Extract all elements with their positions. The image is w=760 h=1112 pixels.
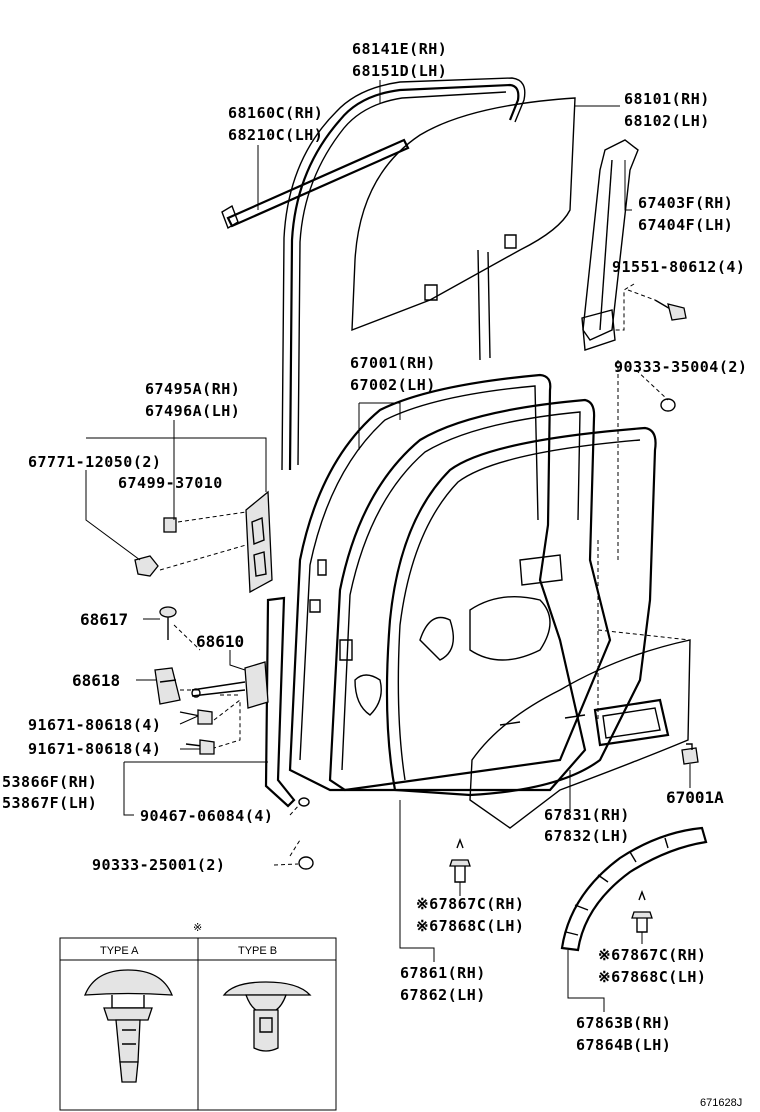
diagram-id: 671628J — [700, 1097, 742, 1109]
label-68160C: 68160C(RH) — [228, 104, 323, 122]
label-67001A: 67001A — [666, 788, 724, 807]
label-53867F: 53867F(LH) — [2, 794, 97, 812]
label-67831: 67831(RH) — [544, 806, 630, 824]
label-68618: 68618 — [72, 671, 120, 690]
label-53866F: 53866F(RH) — [2, 773, 97, 791]
label-67861: 67861(RH) — [400, 964, 486, 982]
label-67495A: 67495A(RH) — [145, 380, 240, 398]
push-clip-upper — [449, 838, 471, 883]
label-67867C-a: ※67867C(RH) — [416, 895, 524, 913]
clip-type-b-icon — [222, 981, 312, 1052]
door-edge-protector — [264, 596, 296, 808]
label-68141E: 68141E(RH) — [352, 40, 447, 58]
label-67771: 67771-12050(2) — [28, 453, 161, 471]
clip-67001A — [681, 743, 699, 765]
label-67864B: 67864B(LH) — [576, 1036, 671, 1054]
clip-90467 — [298, 797, 310, 807]
door-check — [191, 661, 269, 709]
door-glass — [351, 97, 576, 332]
label-67868C-b: ※67868C(LH) — [598, 968, 706, 986]
label-91551: 91551-80612(4) — [612, 258, 745, 276]
belt-moulding — [221, 138, 410, 230]
hole-plug-lower — [298, 856, 314, 870]
door-panel — [288, 373, 657, 797]
part-labels: 68141E(RH) 68151D(LH) 68160C(RH) 68210C(… — [2, 40, 747, 1054]
label-67404F: 67404F(LH) — [638, 216, 733, 234]
label-67496A: 67496A(LH) — [145, 402, 240, 420]
label-67499: 67499-37010 — [118, 474, 223, 492]
label-67867C-b: ※67867C(RH) — [598, 946, 706, 964]
label-67862: 67862(LH) — [400, 986, 486, 1004]
label-91671-b: 91671-80618(4) — [28, 740, 161, 758]
hinge-pin — [159, 606, 177, 640]
push-clip-lower — [631, 890, 653, 933]
label-90467: 90467-06084(4) — [140, 807, 273, 825]
label-68210C: 68210C(LH) — [228, 126, 323, 144]
label-90333-35004: 90333-35004(2) — [614, 358, 747, 376]
label-67868C-a: ※67868C(LH) — [416, 917, 524, 935]
label-67001: 67001(RH) — [350, 354, 436, 372]
service-hole-cover — [469, 639, 691, 829]
bolt-91551 — [654, 299, 687, 321]
legend-type-b: TYPE B — [238, 945, 277, 957]
bolt-91671-upper — [179, 709, 213, 725]
label-67863B: 67863B(RH) — [576, 1014, 671, 1032]
label-68151D: 68151D(LH) — [352, 62, 447, 80]
door-check-bracket — [245, 490, 273, 594]
hinge-lower — [154, 667, 181, 705]
glass-run-channel — [281, 77, 526, 471]
legend-type-a: TYPE A — [100, 945, 139, 957]
window-frame-bracket — [581, 139, 639, 351]
clip-type-legend: ※ TYPE A TYPE B — [59, 922, 337, 1111]
label-67832: 67832(LH) — [544, 827, 630, 845]
pad-67499 — [163, 517, 177, 533]
label-67403F: 67403F(RH) — [638, 194, 733, 212]
label-68101: 68101(RH) — [624, 90, 710, 108]
garnish-moulding — [560, 826, 708, 952]
bolt-91671-lower — [185, 739, 215, 755]
leader-lines — [85, 80, 691, 1012]
label-68617: 68617 — [80, 610, 128, 629]
label-67002: 67002(LH) — [350, 376, 436, 394]
clip-67771 — [134, 555, 159, 577]
label-68610: 68610 — [196, 632, 244, 651]
hole-plug-upper — [660, 398, 676, 412]
clip-type-a-icon — [84, 969, 173, 1083]
label-91671-a: 91671-80618(4) — [28, 716, 161, 734]
label-90333-25001: 90333-25001(2) — [92, 856, 225, 874]
legend-marker: ※ — [193, 922, 202, 934]
label-68102: 68102(LH) — [624, 112, 710, 130]
